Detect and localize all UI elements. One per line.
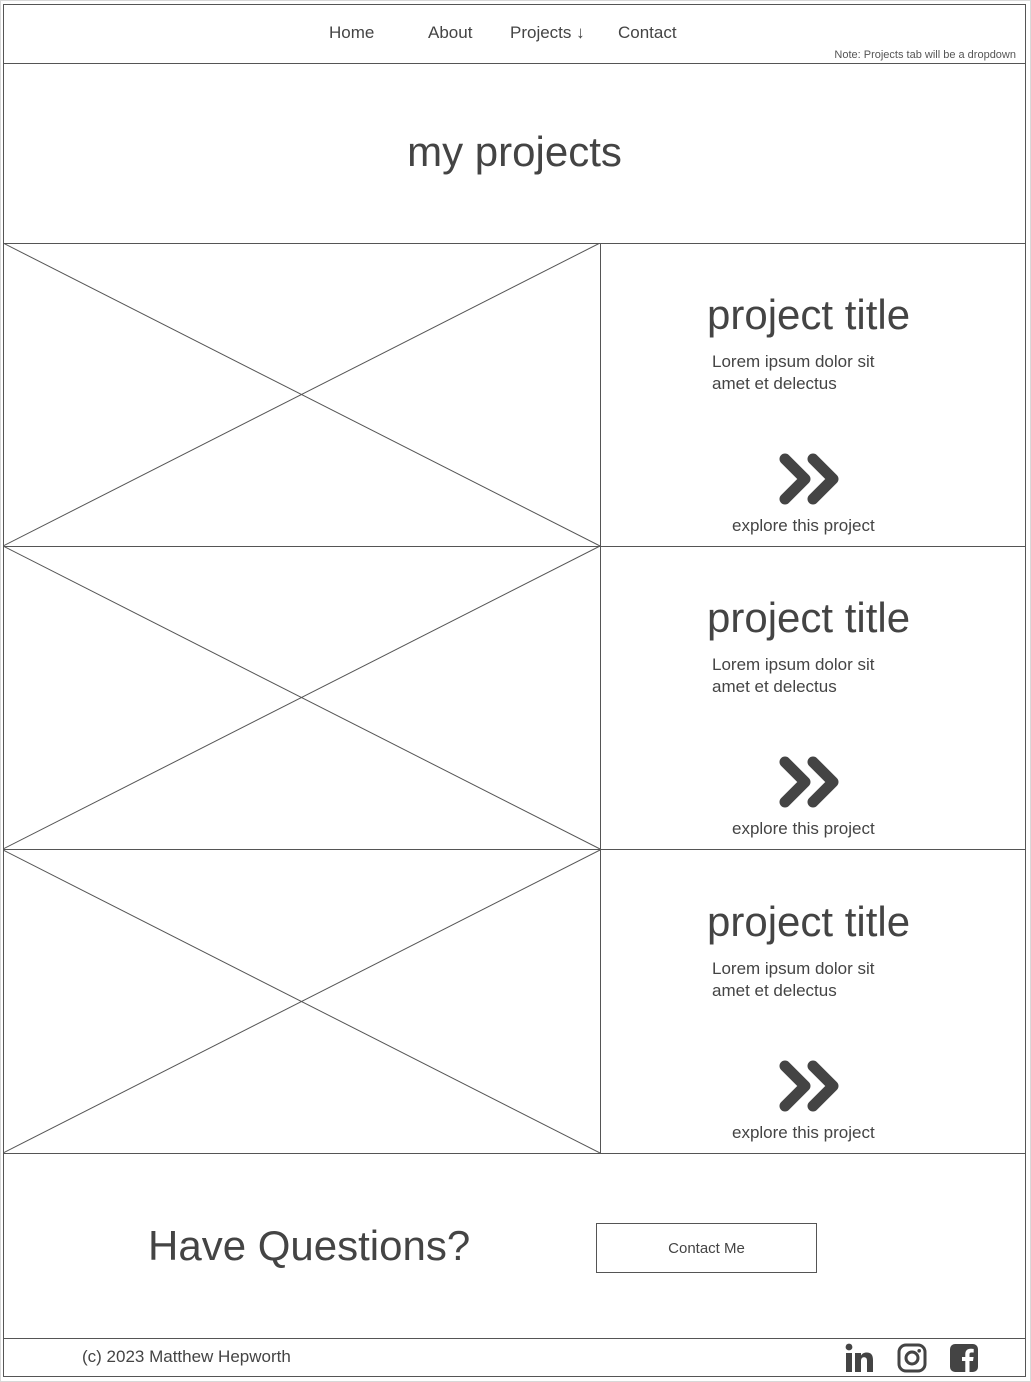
nav-item-projects[interactable]: Projects ↓ (510, 23, 585, 42)
double-chevron-right-icon[interactable] (779, 756, 845, 808)
explore-project-link[interactable]: explore this project (732, 516, 875, 535)
project-row: project title Lorem ipsum dolor sit amet… (3, 546, 1026, 850)
image-placeholder-icon (3, 546, 601, 849)
facebook-icon[interactable] (948, 1342, 980, 1374)
project-description: Lorem ipsum dolor sit amet et delectus (712, 959, 875, 1000)
project-title: project title (707, 898, 911, 945)
footer: (c) 2023 Matthew Hepworth (3, 1339, 1026, 1377)
explore-project-link[interactable]: explore this project (732, 1123, 875, 1142)
project-image-placeholder (3, 546, 601, 849)
project-title: project title (707, 594, 911, 641)
nav-item-contact[interactable]: Contact (618, 23, 677, 42)
linkedin-icon[interactable] (843, 1342, 875, 1374)
copyright-text: (c) 2023 Matthew Hepworth (82, 1347, 291, 1366)
hero-section: my projects (3, 64, 1026, 244)
double-chevron-right-icon[interactable] (779, 1060, 845, 1112)
nav-item-about[interactable]: About (428, 23, 473, 42)
project-row: project title Lorem ipsum dolor sit amet… (3, 243, 1026, 547)
explore-project-link[interactable]: explore this project (732, 819, 875, 838)
project-description: Lorem ipsum dolor sit amet et delectus (712, 655, 875, 696)
page-frame (3, 4, 1026, 1377)
project-image-placeholder (3, 850, 601, 1153)
questions-heading: Have Questions? (148, 1222, 471, 1269)
nav-item-home[interactable]: Home (329, 23, 375, 42)
image-placeholder-icon (3, 243, 601, 546)
contact-me-button[interactable]: Contact Me (596, 1223, 817, 1273)
page-title: my projects (407, 128, 622, 175)
project-title: project title (707, 291, 911, 338)
questions-section: Have Questions? Contact Me (3, 1154, 1026, 1339)
top-nav: Home About Projects ↓ Contact Note: Proj… (3, 4, 1026, 64)
wireframe-note: Note: Projects tab will be a dropdown (834, 49, 1016, 61)
project-description: Lorem ipsum dolor sit amet et delectus (712, 352, 875, 393)
instagram-icon[interactable] (896, 1342, 928, 1374)
project-image-placeholder (3, 243, 601, 546)
double-chevron-right-icon[interactable] (779, 453, 845, 505)
image-placeholder-icon (3, 850, 601, 1153)
project-row: project title Lorem ipsum dolor sit amet… (3, 850, 1026, 1154)
